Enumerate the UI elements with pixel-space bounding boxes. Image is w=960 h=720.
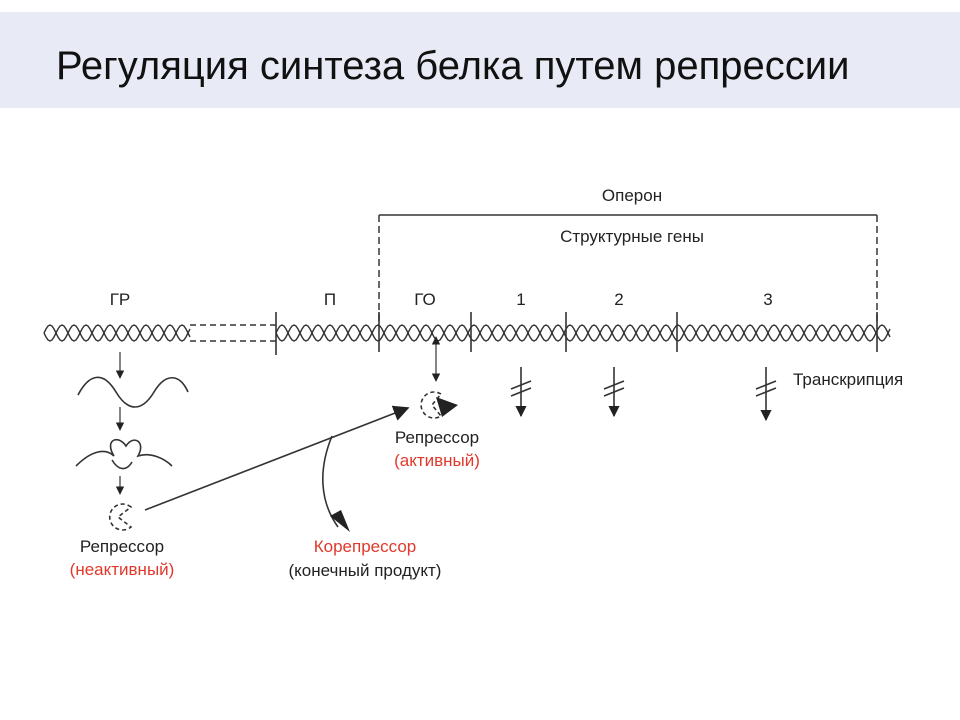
operon-label: Оперон: [602, 186, 662, 205]
segment-label-gene1: 1: [516, 290, 525, 309]
active-repressor-shape: [420, 391, 443, 419]
operator-binding: Репрессор (активный): [394, 336, 480, 470]
segment-label-gene2: 2: [614, 290, 623, 309]
slide-title: Регуляция синтеза белка путем репрессии: [56, 44, 850, 88]
blocked-arrow-gene3: [755, 367, 777, 422]
protein-coil: [75, 438, 173, 470]
transcription-label: Транскрипция: [793, 370, 903, 389]
title-band: [0, 12, 960, 108]
segment-boundaries: [275, 312, 878, 355]
inactive-repressor-state: (неактивный): [70, 560, 175, 579]
bound-corepressor-wedge: [436, 397, 458, 417]
corepressor-curve: [322, 435, 339, 528]
corepressor-name: Корепрессор: [314, 537, 416, 556]
activation-arrow: [144, 405, 410, 511]
active-repressor-name: Репрессор: [395, 428, 479, 447]
active-repressor-state: (активный): [394, 451, 480, 470]
segment-labels: ГР П ГО 1 2 3: [110, 290, 773, 309]
structural-genes-label: Структурные гены: [560, 227, 704, 246]
dna-strand: [43, 324, 191, 342]
blocked-arrow-gene1: [510, 367, 532, 418]
segment-label-gene3: 3: [763, 290, 772, 309]
dna-gap: [190, 324, 276, 342]
inactive-repressor-shape: [108, 503, 133, 531]
dna-helix: [43, 324, 891, 342]
regulator-pathway: Репрессор (неактивный): [70, 352, 189, 579]
corepressor-note: (конечный продукт): [289, 561, 442, 580]
segment-label-regulator: ГР: [110, 290, 131, 309]
segment-label-operator: ГО: [414, 290, 435, 309]
inactive-repressor-name: Репрессор: [80, 537, 164, 556]
corepressor-arrowhead: [330, 510, 350, 532]
dna-strand: [43, 324, 191, 342]
mrna-wave: [77, 376, 189, 408]
blocked-transcription: Транскрипция: [510, 367, 903, 422]
segment-label-promoter: П: [324, 290, 336, 309]
blocked-arrow-gene2: [603, 367, 625, 418]
operon-bracket: Оперон Структурные гены: [378, 186, 878, 322]
